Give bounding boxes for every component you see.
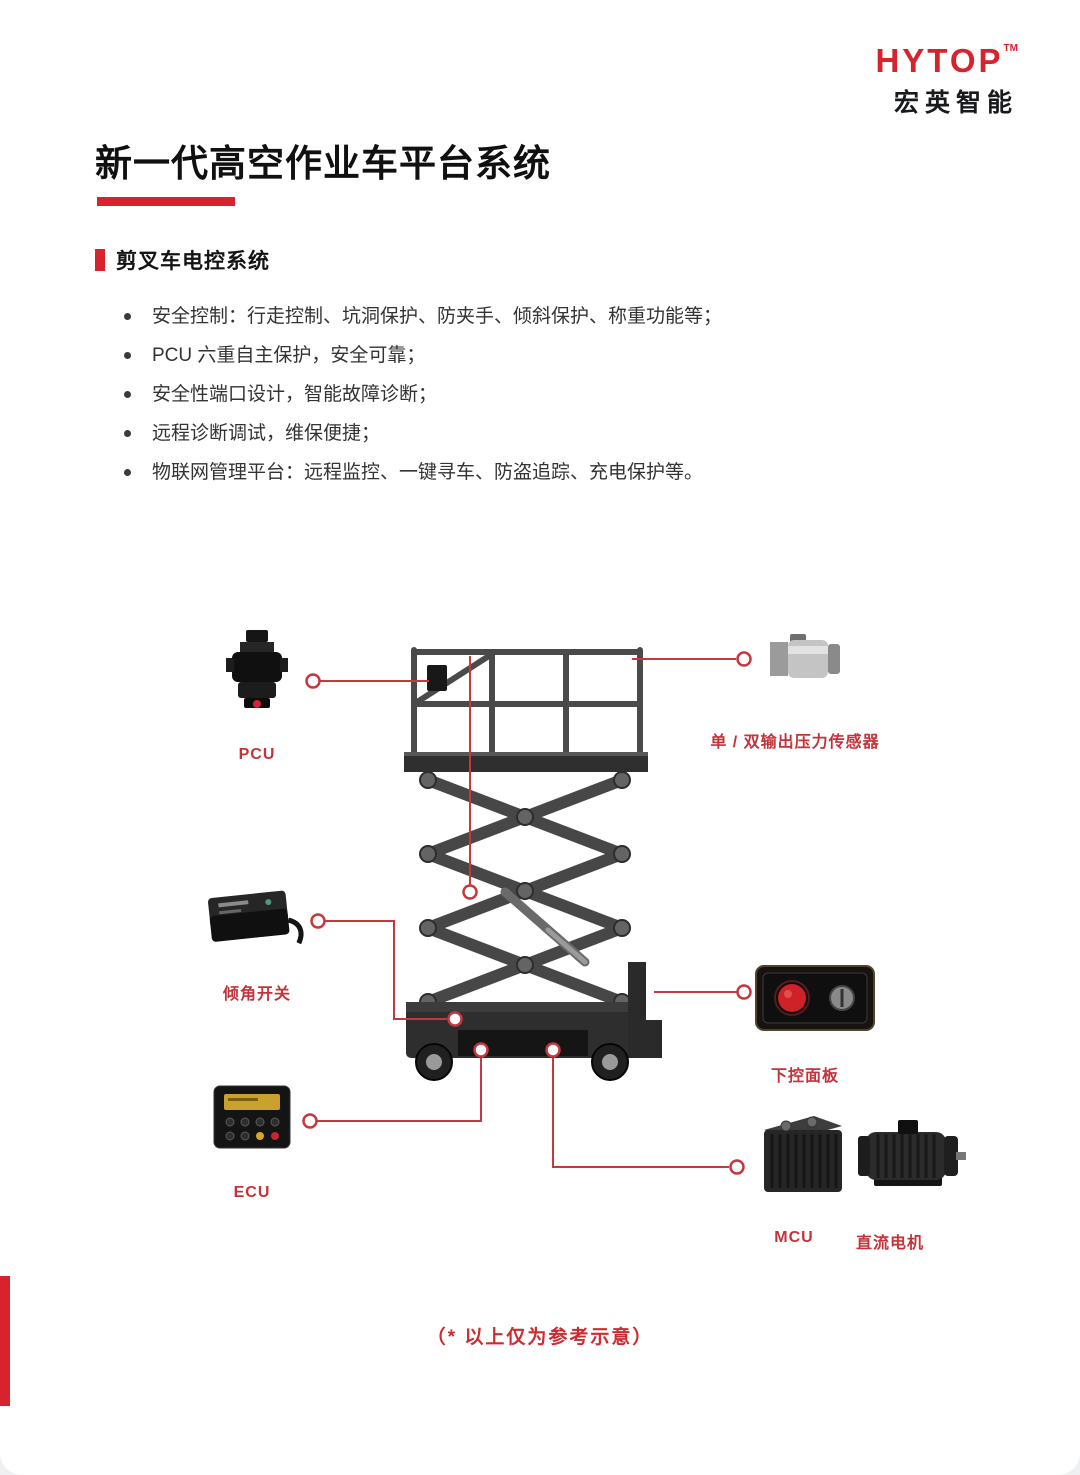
footnote: （* 以上仅为参考示意） [426,1327,654,1348]
chassis-top-edge [406,1002,646,1012]
brand-logo-wordmark: HYTOPTM [875,42,1018,79]
chassis-step-bracket [628,962,662,1058]
tilt-switch-image [208,890,304,945]
ecu-image [213,1085,291,1149]
wheels [415,1043,629,1081]
platform-control-box [427,665,447,691]
callout-line-tilt-switch [325,920,447,1020]
pressure-sensor-image [770,634,840,678]
callout-lines [317,656,737,1168]
list-item: 物联网管理平台：远程监控、一键寻车、防盗追踪、充电保护等。 [118,459,918,486]
title-underline [97,197,235,206]
list-item: 安全性端口设计，智能故障诊断； [118,381,918,408]
brand-logo-chinese: 宏英智能 [893,89,1018,117]
callout-line-ecu [317,1058,482,1122]
section-marker [95,249,105,271]
callout-endpoints [302,651,752,1175]
dc-motor-image [858,1120,966,1186]
mcu-image [764,1116,842,1192]
platform-deck-edge [404,752,648,756]
page-title: 新一代高空作业车平台系统 [95,143,551,184]
lower-control-panel-image [755,965,875,1031]
list-item: 安全控制：行走控制、坑洞保护、防夹手、倾斜保护、称重功能等； [118,303,918,330]
brand-logo-text: HYTOP [875,42,1004,79]
feature-list: 安全控制：行走控制、坑洞保护、防夹手、倾斜保护、称重功能等； PCU 六重自主保… [118,303,918,498]
mcu-label: MCU [774,1229,814,1246]
pressure-sensor-label: 单 / 双输出压力传感器 [710,734,880,751]
ecu-label: ECU [233,1184,271,1201]
brand-logo: HYTOPTM 宏英智能 [875,44,1018,119]
platform-deck [404,752,648,772]
pcu-image [226,630,288,708]
brand-logo-tm: TM [1003,43,1018,54]
lower-control-panel-label: 下控面板 [770,1068,839,1085]
section-heading: 剪叉车电控系统 [95,245,270,275]
platform-guardrails [411,647,643,755]
scissor-joints [419,771,631,1011]
hydraulic-rod [545,927,588,965]
section-title: 剪叉车电控系统 [116,250,270,273]
pcu-label: PCU [238,746,276,763]
tilt-switch-label: 倾角开关 [222,986,291,1003]
list-item: 远程诊断调试，维保便捷； [118,420,918,447]
list-item: PCU 六重自主保护，安全可靠； [118,342,918,369]
edge-accent-bar [0,1276,10,1406]
callout-line-mcu [552,1058,729,1168]
dc-motor-label: 直流电机 [855,1235,924,1252]
scissor-lift-illustration [404,647,662,1081]
